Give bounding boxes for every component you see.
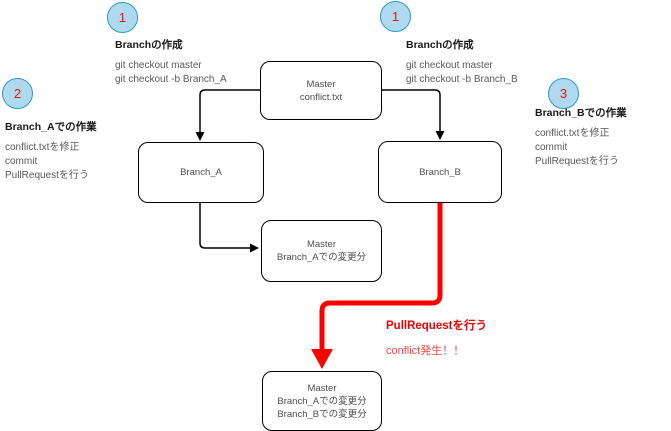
- step-work-a: Branch_Aでの作業 conflict.txtを修正 commit Pull…: [5, 119, 97, 183]
- step-badge-work-a-number: 2: [13, 86, 22, 101]
- node-conflict-line2: Branch_Aでの変更分: [277, 395, 367, 407]
- step-work-b-line1: conflict.txtを修正: [535, 128, 610, 139]
- connector-branch-b-to-conflict-red: [319, 201, 443, 351]
- node-merge-a: Master Branch_Aでの変更分: [261, 220, 382, 282]
- node-merge-a-line1: Master: [306, 239, 337, 250]
- step-work-a-line3: PullRequestを行う: [5, 170, 89, 181]
- step-work-b-line3: PullRequestを行う: [535, 156, 619, 167]
- node-branch-b: Branch_B: [378, 141, 502, 203]
- step-badge-work-b: 3: [548, 78, 579, 109]
- step-create-b-cmd2: git checkout -b Branch_B: [406, 74, 518, 85]
- step-work-a-line1: conflict.txtを修正: [5, 142, 80, 153]
- node-merge-a-line2: Branch_Aでの変更分: [276, 252, 367, 263]
- connector-master-to-branch-b: [380, 89, 441, 132]
- connector-branch-a-to-merge: [199, 201, 251, 249]
- arrowhead-branch-a-icon: [195, 132, 205, 141]
- step-badge-work-b-number: 3: [559, 86, 568, 101]
- step-create-b-title: Branchの作成: [406, 39, 474, 51]
- step-badge-create-b-number: 1: [391, 9, 400, 24]
- step-create-b-cmd1: git checkout master: [406, 60, 493, 71]
- step-work-b-line2: commit: [535, 142, 568, 153]
- node-conflict-line3: Branch_Bでの変更分: [277, 408, 367, 420]
- step-badge-create-a: 1: [107, 2, 138, 33]
- arrowhead-branch-b-icon: [435, 131, 445, 140]
- arrowhead-merge-a-icon: [250, 243, 259, 253]
- step-badge-create-b: 1: [380, 1, 411, 32]
- annotation-conflict-alert: conflict発生！！: [386, 345, 465, 357]
- step-create-a-cmd1: git checkout master: [115, 60, 202, 71]
- annotation-pull-request: PullRequestを行う: [386, 320, 487, 332]
- arrowhead-conflict-red-icon: [311, 349, 333, 369]
- step-badge-create-a-number: 1: [118, 10, 127, 25]
- step-work-a-line2: commit: [5, 156, 38, 167]
- node-conflict-line1: Master: [307, 382, 337, 394]
- step-create-a-title: Branchの作成: [115, 39, 183, 51]
- node-branch-b-label: Branch_B: [419, 166, 461, 178]
- node-branch-a-label: Branch_A: [180, 167, 222, 178]
- node-master-line2: conflict.txt: [299, 91, 343, 103]
- node-conflict: Master Branch_Aでの変更分 Branch_Bでの変更分: [262, 371, 382, 431]
- node-branch-a: Branch_A: [138, 142, 264, 203]
- step-work-a-title: Branch_Aでの作業: [5, 121, 97, 133]
- step-badge-work-a: 2: [2, 78, 33, 109]
- step-create-a: Branchの作成 git checkout master git checko…: [115, 37, 227, 87]
- step-work-b-title: Branch_Bでの作業: [535, 107, 627, 119]
- conflict-annotation: PullRequestを行う conflict発生！！: [386, 317, 487, 358]
- connector-master-to-branch-a: [199, 89, 260, 133]
- step-create-b: Branchの作成 git checkout master git checko…: [406, 37, 518, 87]
- step-create-a-cmd2: git checkout -b Branch_A: [115, 74, 227, 85]
- step-work-b: Branch_Bでの作業 conflict.txtを修正 commit Pull…: [535, 105, 627, 169]
- node-master: Master conflict.txt: [260, 61, 382, 120]
- node-master-line1: Master: [306, 78, 336, 90]
